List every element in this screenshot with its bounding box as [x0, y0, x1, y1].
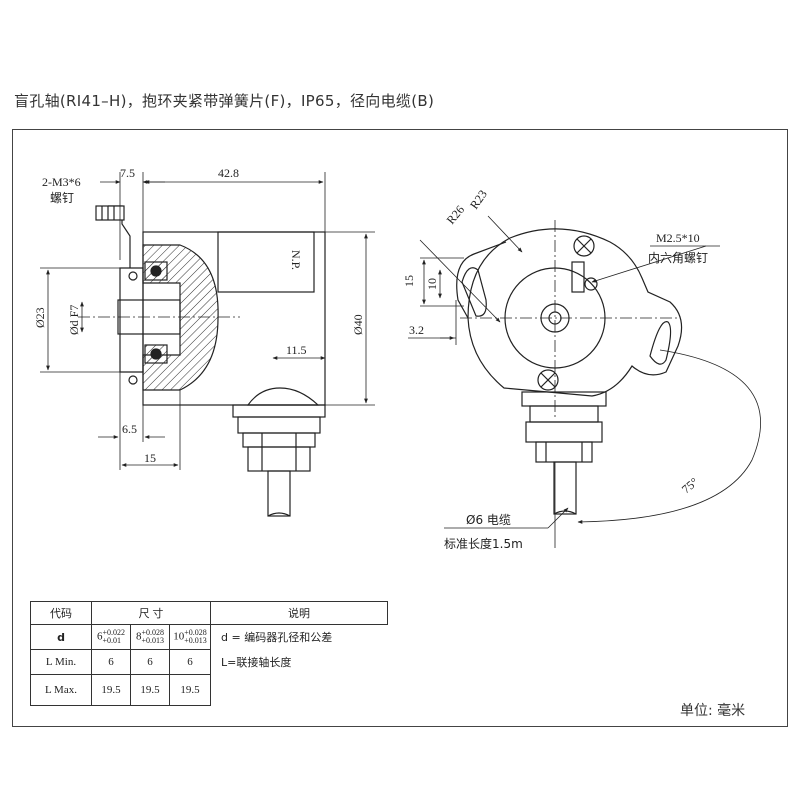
header-size: 尺 寸: [91, 601, 211, 625]
dim-7-5: 7.5: [120, 166, 135, 180]
lmax-10: 19.5: [169, 674, 211, 706]
desc-empty: [211, 675, 388, 706]
front-dimensions: [408, 215, 761, 548]
left-ear: [456, 241, 507, 319]
lmax-6: 19.5: [91, 674, 131, 706]
front-body: [467, 228, 683, 397]
screw-label-cn: 螺钉: [50, 191, 74, 205]
hex-screw-label: M2.5*10: [656, 231, 700, 245]
dim-d40: Ø40: [351, 314, 365, 335]
dim-r23: R23: [467, 187, 490, 211]
angle-75: 75°: [679, 475, 701, 497]
lmin-10: 6: [169, 649, 211, 675]
dim-10-front: 10: [425, 278, 439, 290]
dim-15-front: 15: [402, 275, 416, 287]
header-code: 代码: [30, 601, 92, 625]
clamp-flange: [119, 267, 144, 373]
unit-label: 单位: 毫米: [680, 703, 746, 719]
dim-6-5: 6.5: [122, 422, 137, 436]
dim-15: 15: [144, 451, 156, 465]
lmin-6: 6: [91, 649, 131, 675]
front-dimension-labels: R26 R23 15 10 3.2 M2.5*10 内六角螺钉 75° Ø6 电…: [402, 187, 708, 551]
side-view: [78, 205, 326, 517]
dim-42-8: 42.8: [218, 166, 239, 180]
cable-length-label: 标准长度1.5m: [444, 536, 523, 551]
screw-label: 2-M3*6: [42, 175, 81, 189]
left-slot: [461, 267, 487, 317]
side-dimension-labels: 2-M3*6 螺钉 7.5 42.8 Ø23 Ød F7 Ø40 11.5 6.…: [33, 166, 365, 465]
size-8: 8+0.028+0.013: [130, 624, 170, 650]
row-lmax-label: L Max.: [30, 674, 92, 706]
side-dimensions: [40, 172, 375, 470]
size-10: 10+0.028+0.013: [169, 624, 211, 650]
cable-label: Ø6 电缆: [466, 513, 511, 527]
front-view: [456, 220, 683, 515]
nameplate: [217, 231, 315, 293]
spec-table: 代码 尺 寸 说明 d 6+0.022+0.01 8+0.028+0.013 1…: [30, 601, 388, 706]
dim-11-5: 11.5: [286, 343, 307, 357]
dim-d23: Ø23: [33, 307, 47, 328]
desc-d: d = 编码器孔径和公差: [221, 631, 333, 645]
drawing-frame: [12, 129, 788, 727]
desc-l: L=联接轴长度: [221, 656, 292, 669]
np-label: N.P.: [289, 250, 303, 270]
page-title: 盲孔轴(RI41–H)，抱环夹紧带弹簧片(F)，IP65，径向电缆(B): [14, 92, 435, 110]
header-desc: 说明: [210, 601, 388, 625]
row-d-label: d: [30, 624, 92, 650]
right-slot: [649, 321, 672, 365]
dim-r26: R26: [444, 203, 468, 227]
hex-screw-label-cn: 内六角螺钉: [648, 251, 708, 265]
row-lmin-label: L Min.: [30, 649, 92, 675]
dim-d-f7: Ød F7: [67, 305, 81, 335]
size-6: 6+0.022+0.01: [91, 624, 131, 650]
lmin-8: 6: [130, 649, 170, 675]
dim-3-2: 3.2: [409, 323, 424, 337]
lmax-8: 19.5: [130, 674, 170, 706]
